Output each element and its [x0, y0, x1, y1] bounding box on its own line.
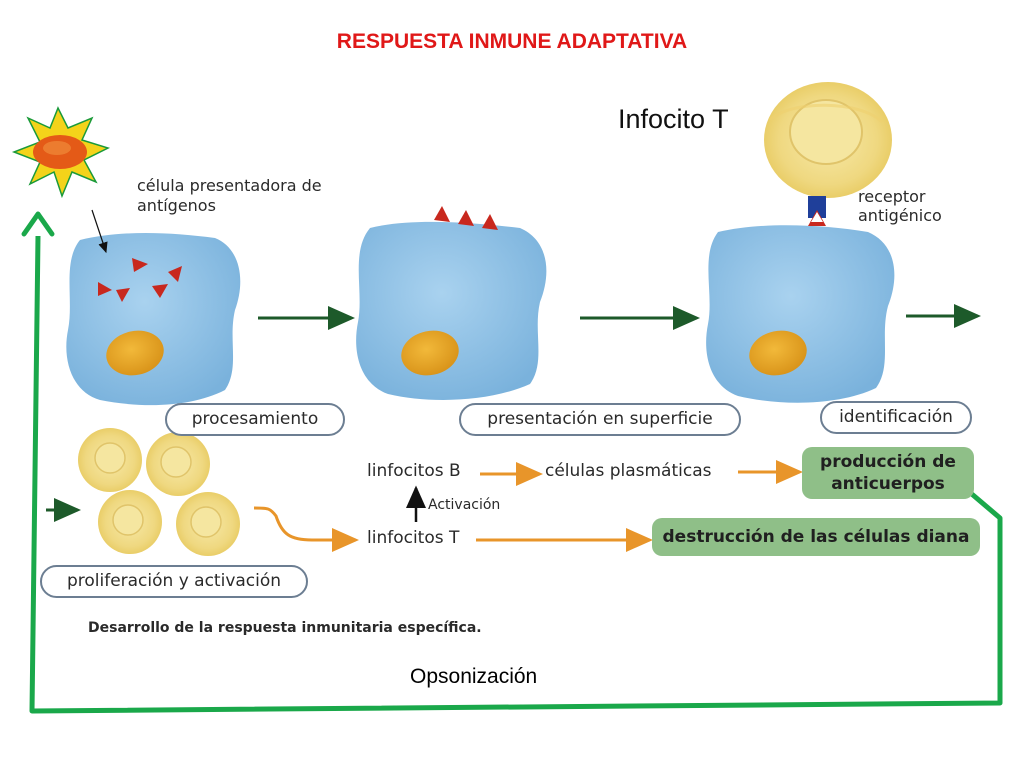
nucleus — [401, 330, 459, 376]
t-lymphocytes-label: linfocitos T — [367, 528, 460, 548]
stage-identification: identificación — [820, 401, 972, 434]
t-lymphocyte — [764, 82, 892, 198]
antigen-fragment — [98, 282, 112, 296]
receptor-label: receptor antigénico — [858, 187, 942, 225]
apc-label: célula presentadora de antígenos — [137, 176, 322, 215]
surface-antigen — [458, 210, 474, 226]
stage-proliferation: proliferación y activación — [40, 565, 308, 598]
antibody-production-box: producción de anticuerpos — [802, 447, 974, 499]
antigen-presenting-cell-presentation — [356, 206, 547, 400]
target-destruction-box: destrucción de las células diana — [652, 518, 980, 556]
plasma-cells-label: células plasmáticas — [545, 461, 712, 481]
loop-arrowhead — [21, 211, 55, 237]
figure-caption: Desarrollo de la respuesta inmunitaria e… — [88, 620, 482, 636]
b-lymphocytes-label: linfocitos B — [367, 461, 461, 481]
orange-arrow — [253, 506, 359, 552]
proliferating-lymphocytes — [78, 428, 240, 556]
opsonization-loop-arrow — [29, 235, 1003, 714]
page-title: RESPUESTA INMUNE ADAPTATIVA — [336, 30, 688, 53]
antigen-fragment — [132, 258, 148, 272]
surface-antigen — [482, 214, 498, 230]
stage-presentation: presentación en superficie — [459, 403, 741, 436]
antigen-fragment — [152, 284, 168, 298]
surface-antigen — [434, 206, 450, 222]
pathogen-star-icon — [11, 106, 111, 199]
antigen-receptor-icon — [808, 196, 826, 226]
nucleus — [106, 330, 164, 376]
antigen-presenting-cell-identification — [706, 225, 895, 403]
antigen-presenting-cell-processing — [66, 233, 241, 406]
opsonization-label: Opsonización — [410, 665, 538, 688]
nucleus — [749, 330, 807, 376]
antigen-fragment — [168, 266, 182, 282]
stage-processing: procesamiento — [165, 403, 345, 436]
antigen-fragment — [116, 288, 130, 302]
t-lymphocyte-title: Infocito T — [618, 104, 729, 134]
activation-label: Activación — [428, 497, 501, 513]
pointer-arrow — [91, 209, 108, 254]
